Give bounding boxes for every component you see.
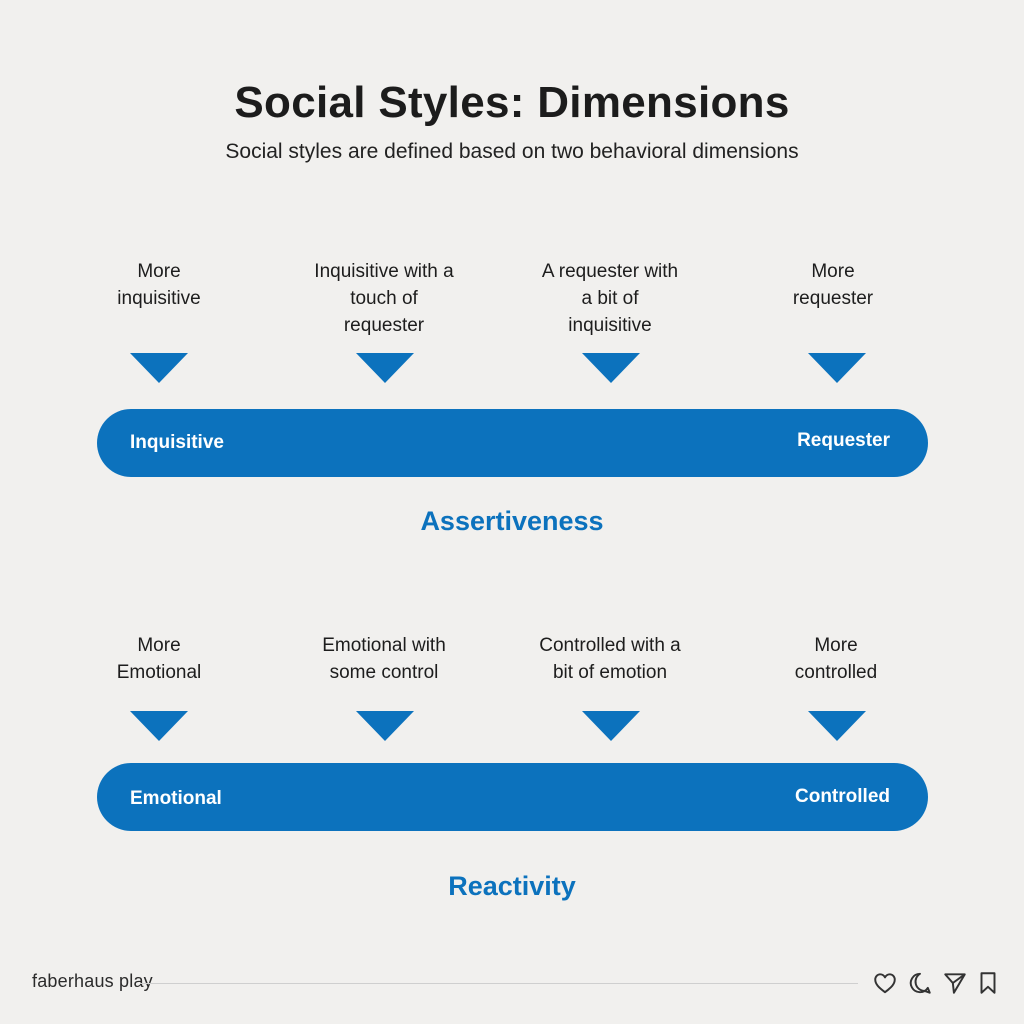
- triangle-marker-icon: [808, 353, 866, 383]
- bookmark-icon[interactable]: [977, 970, 999, 996]
- reactivity-scale-bar: Emotional Controlled: [97, 763, 928, 831]
- page-title: Social Styles: Dimensions: [234, 78, 790, 127]
- triangle-marker-icon: [808, 711, 866, 741]
- triangle-marker-icon: [582, 353, 640, 383]
- footer-divider: [140, 983, 858, 984]
- share-icon[interactable]: [942, 970, 968, 996]
- dimension-name: Reactivity: [448, 871, 576, 901]
- dimension-name: Assertiveness: [420, 506, 604, 536]
- heart-icon[interactable]: [872, 970, 898, 996]
- scale-left-label: Inquisitive: [130, 432, 224, 453]
- triangle-marker-icon: [130, 353, 188, 383]
- scale-left-label: Emotional: [130, 788, 222, 809]
- scale-right-label: Requester: [797, 430, 890, 451]
- triangle-marker-icon: [130, 711, 188, 741]
- social-actions: [872, 970, 999, 996]
- triangle-marker-icon: [582, 711, 640, 741]
- scale-right-label: Controlled: [795, 786, 890, 807]
- brand-logo: faberhaus play: [32, 971, 153, 991]
- page-subtitle: Social styles are defined based on two b…: [225, 140, 799, 163]
- triangle-marker-icon: [356, 711, 414, 741]
- triangle-marker-icon: [356, 353, 414, 383]
- assertiveness-scale-bar: Inquisitive Requester: [97, 409, 928, 477]
- comment-icon[interactable]: [907, 970, 933, 996]
